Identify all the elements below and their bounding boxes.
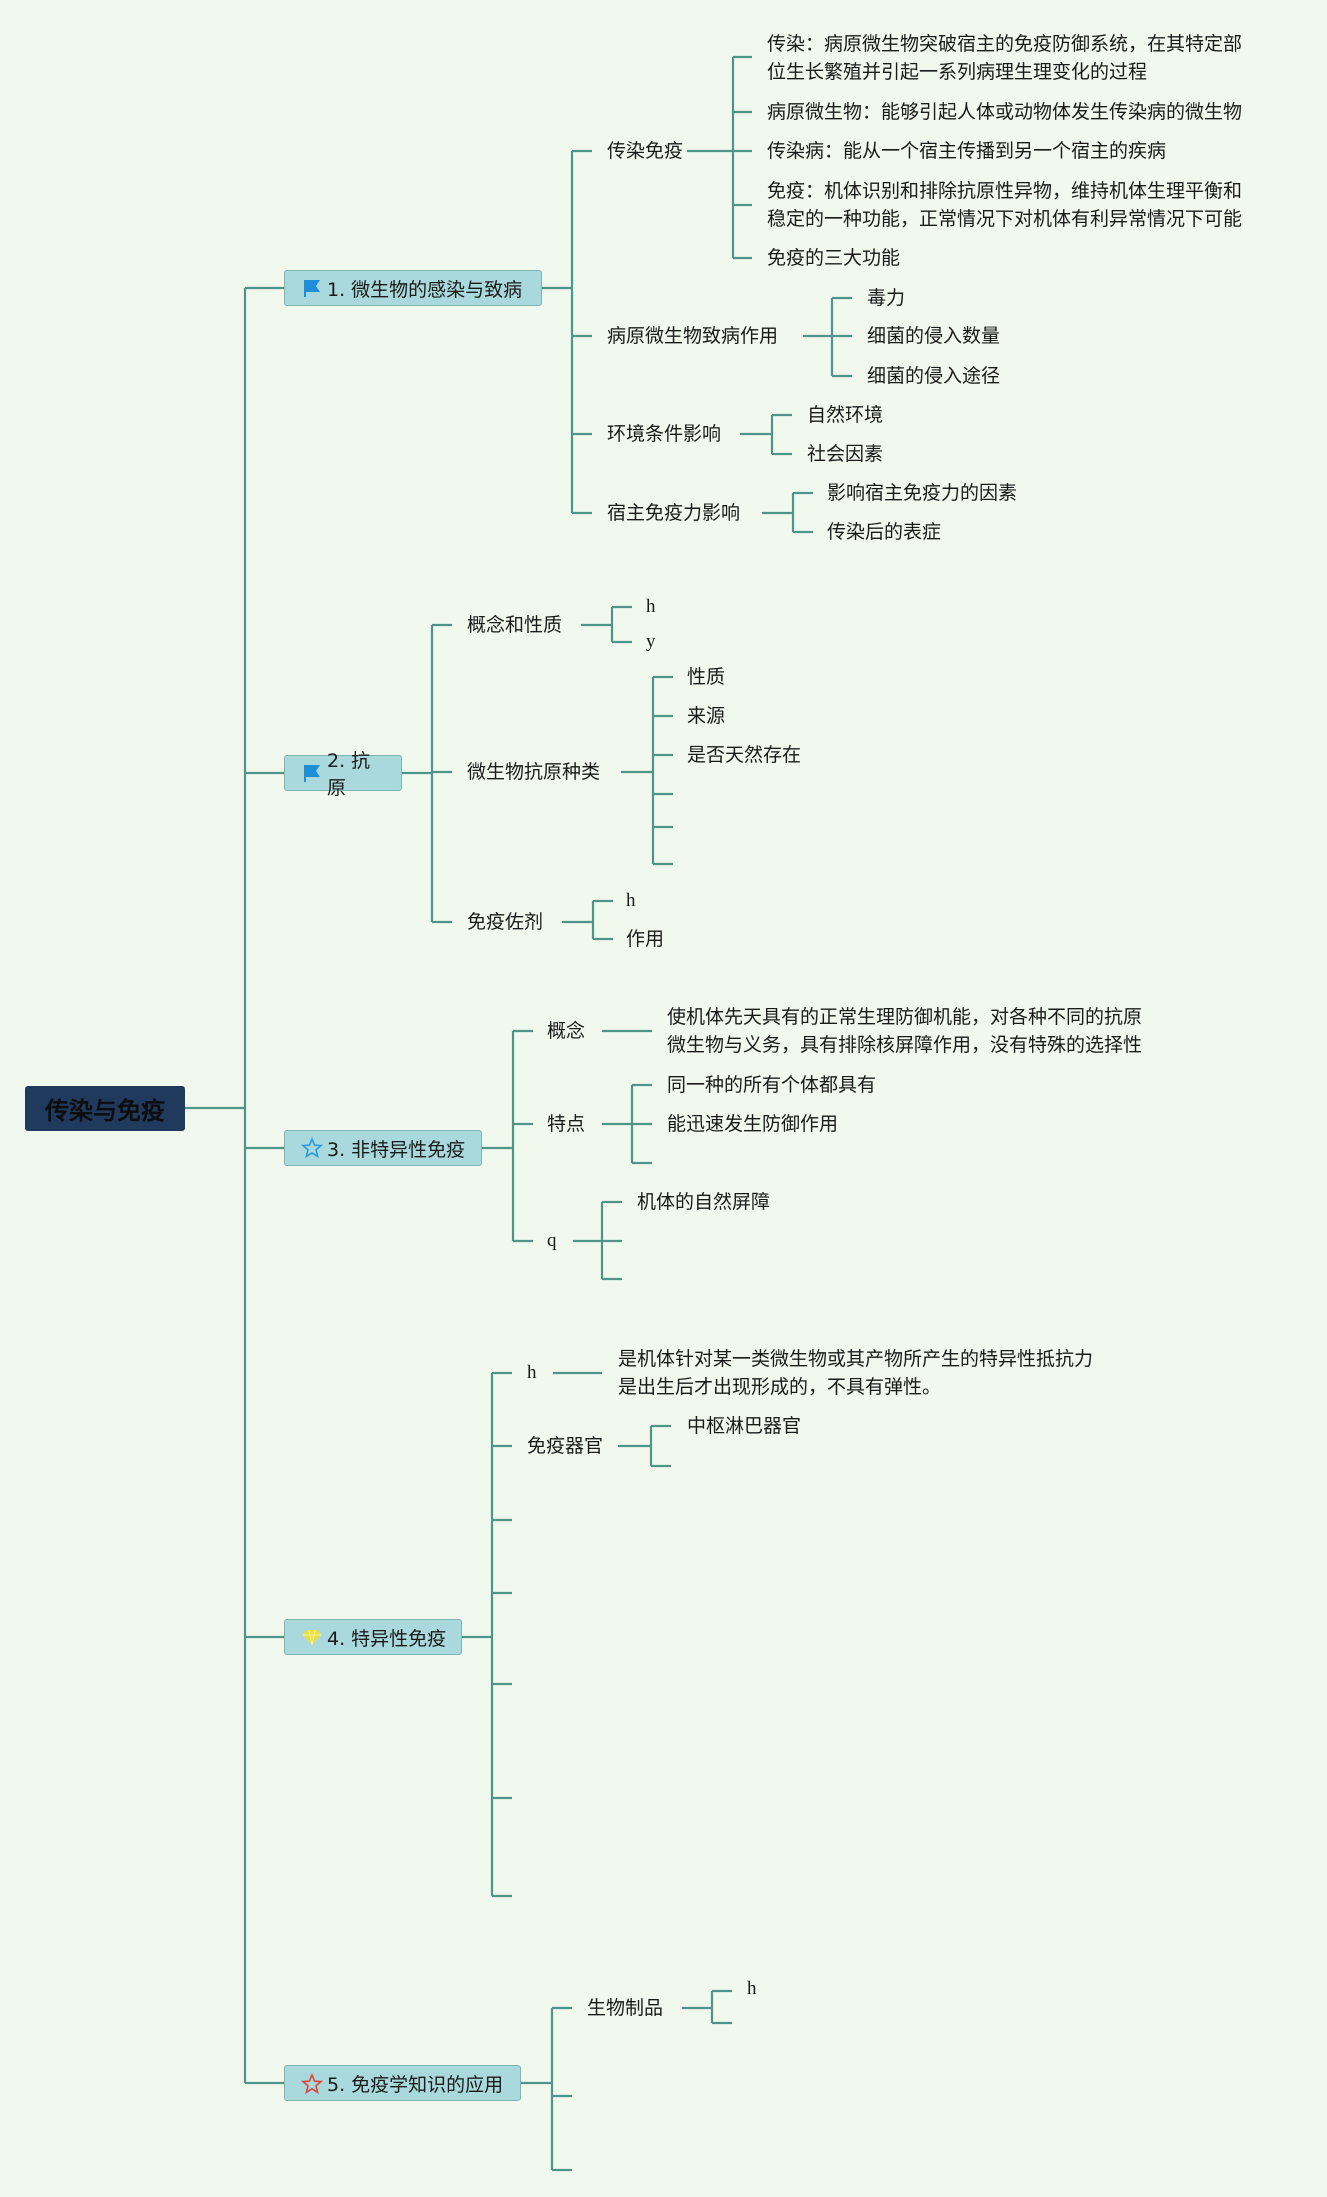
star-outline-icon	[301, 1137, 323, 1159]
leaf-topic[interactable]: 社会因素	[807, 443, 884, 465]
main-topic-label: 2. 抗原	[327, 750, 371, 799]
branch-3c-lines	[573, 1200, 622, 1281]
leaf-topic[interactable]: 来源	[687, 705, 726, 727]
branch-3-lines	[482, 1029, 533, 1243]
leaf-topic[interactable]: h	[747, 1978, 757, 1999]
leaf-topic[interactable]: 自然环境	[807, 404, 884, 426]
gem-icon	[301, 1626, 323, 1648]
main-topic-1[interactable]: 1. 微生物的感染与致病	[284, 270, 542, 306]
subtopic[interactable]: 微生物抗原种类	[467, 761, 601, 783]
subtopic[interactable]: 生物制品	[587, 1997, 664, 2019]
subtopic[interactable]: 特点	[547, 1113, 586, 1135]
subtopic[interactable]: 环境条件影响	[607, 423, 722, 445]
leaf-topic[interactable]: 细菌的侵入数量	[867, 325, 1001, 347]
leaf-topic[interactable]: y	[646, 631, 656, 652]
main-topic-label: 3. 非特异性免疫	[327, 1138, 466, 1161]
subtopic[interactable]: q	[547, 1230, 557, 1251]
subtopic[interactable]: 宿主免疫力影响	[607, 502, 741, 524]
flag-icon	[301, 277, 323, 299]
subtopic[interactable]: h	[527, 1362, 537, 1383]
trunk-line	[243, 286, 284, 2085]
flag-icon	[301, 762, 323, 784]
leaf-topic[interactable]: 作用	[626, 928, 665, 950]
star-red-icon	[301, 2072, 323, 2095]
subtopic[interactable]: 概念	[547, 1020, 586, 1042]
leaf-topic[interactable]: 病原微生物：能够引起人体或动物体发生传染病的微生物	[767, 101, 1243, 123]
branch-1c-lines	[740, 413, 792, 456]
leaf-topic[interactable]: 毒力	[867, 287, 906, 309]
branch-4b-lines	[618, 1424, 671, 1468]
leaf-topic[interactable]: 同一种的所有个体都具有	[667, 1074, 877, 1096]
leaf-topic[interactable]: 性质	[687, 666, 726, 688]
subtopic[interactable]: 传染免疫	[607, 140, 684, 162]
branch-2a-lines	[581, 605, 632, 644]
root-topic[interactable]: 传染与免疫	[25, 1086, 185, 1131]
leaf-topic[interactable]: 影响宿主免疫力的因素	[827, 482, 1018, 504]
leaf-topic[interactable]: 传染：病原微生物突破宿主的免疫防御系统，在其特定部 位生长繁殖并引起一系列病理生…	[767, 33, 1243, 83]
branch-5a-lines	[682, 1989, 732, 2025]
branch-4-lines	[462, 1371, 512, 1898]
branch-1-lines	[542, 149, 592, 515]
leaf-topic[interactable]: 传染病：能从一个宿主传播到另一个宿主的疾病	[767, 140, 1167, 162]
leaf-topic[interactable]: 免疫的三大功能	[767, 247, 901, 269]
leaf-topic[interactable]: 是否天然存在	[687, 744, 802, 766]
leaf-topic[interactable]: 机体的自然屏障	[637, 1191, 771, 1213]
leaf-topic[interactable]: h	[626, 890, 636, 911]
leaf-topic[interactable]: 是机体针对某一类微生物或其产物所产生的特异性抵抗力 是出生后才出现形成的，不具有…	[618, 1348, 1094, 1398]
main-topic-label: 5. 免疫学知识的应用	[327, 2073, 504, 2096]
leaf-topic[interactable]: 使机体先天具有的正常生理防御机能，对各种不同的抗原 微生物与义务，具有排除核屏障…	[667, 1006, 1143, 1056]
leaf-topic[interactable]: 中枢淋巴器官	[687, 1415, 802, 1437]
branch-2c-lines	[562, 899, 613, 941]
branch-1b-lines	[803, 296, 852, 378]
subtopic[interactable]: 免疫器官	[527, 1435, 604, 1457]
main-topic-2[interactable]: 2. 抗原	[284, 750, 402, 799]
leaf-topic[interactable]: 细菌的侵入途径	[867, 365, 1001, 387]
leaf-topic[interactable]: h	[646, 596, 656, 617]
branch-2b-lines	[621, 675, 673, 866]
branch-2-lines	[402, 623, 452, 924]
subtopic[interactable]: 概念和性质	[467, 614, 563, 636]
main-topic-5[interactable]: 5. 免疫学知识的应用	[284, 2065, 521, 2101]
branch-1d-lines	[762, 491, 813, 534]
leaf-topic[interactable]: 传染后的表症	[827, 521, 942, 543]
branch-1a-lines	[687, 55, 752, 260]
main-topic-4[interactable]: 4. 特异性免疫	[284, 1619, 462, 1655]
subtopic[interactable]: 病原微生物致病作用	[607, 325, 779, 347]
branch-3b-lines	[602, 1083, 652, 1165]
main-topic-label: 1. 微生物的感染与致病	[327, 278, 523, 301]
branch-5-lines	[521, 2006, 572, 2172]
main-topic-3[interactable]: 3. 非特异性免疫	[284, 1130, 482, 1166]
main-topic-label: 4. 特异性免疫	[327, 1627, 447, 1650]
leaf-topic[interactable]: 能迅速发生防御作用	[667, 1113, 839, 1135]
subtopic[interactable]: 免疫佐剂	[467, 911, 544, 933]
leaf-topic[interactable]: 免疫：机体识别和排除抗原性异物，维持机体生理平衡和 稳定的一种功能，正常情况下对…	[767, 180, 1243, 230]
